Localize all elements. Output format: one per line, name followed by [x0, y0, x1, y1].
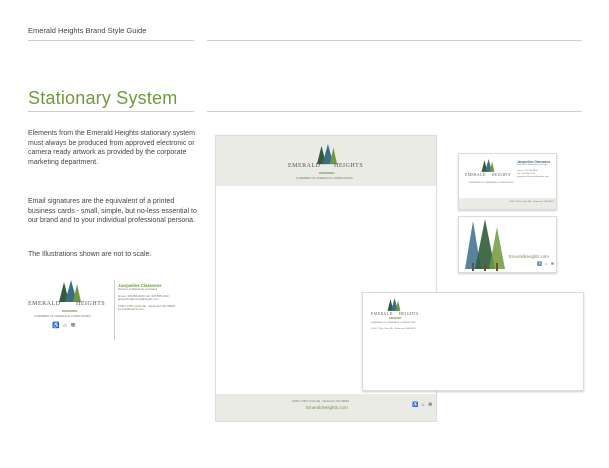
logo-sub: REDMOND: [62, 309, 78, 313]
letterhead-address: 10901 176th Circle NE - Redmond, WA 9805…: [292, 399, 350, 403]
accessibility-icons: ♿ ⌂ ☸: [412, 402, 434, 408]
card-phone: phone: 425-556-8100: [517, 170, 538, 172]
tree-logo-icon: [387, 298, 401, 311]
accessibility-icons: ♿ ⌂ ☸: [52, 323, 77, 329]
paragraph-not-to-scale: The Illustrations shown are not to scale…: [28, 251, 152, 258]
signature-phones: phone: 425-556-8100 cell: 425-555-1010: [118, 293, 169, 298]
business-card-back: EmeraldHeights.com ♿ ⌂ ☸: [458, 216, 557, 273]
signature-website: EmeraldHeights.com: [118, 307, 144, 312]
signature-email: jacqueline@emeraldheights.com: [118, 297, 159, 302]
section-rule-right: [207, 111, 582, 112]
logo-tagline: A MEMBER OF ONEREACH COMMUNITIES: [296, 176, 353, 180]
envelope-address: 10901 176th Circle NE - Redmond, WA 9805…: [371, 328, 416, 330]
tree-logo-icon: [316, 144, 338, 165]
letterhead-website: EmeraldHeights.com: [306, 405, 348, 410]
logo-word-right: HEIGHTS: [76, 301, 106, 307]
card-bottom-band: [459, 198, 556, 209]
section-title: Stationary System: [28, 88, 178, 108]
logo-word-right: HEIGHTS: [492, 173, 511, 177]
card-email: jacqueline@emeraldheights.com: [517, 176, 549, 178]
email-signature-sample: EMERALD HEIGHTS REDMOND A MEMBER OF ONER…: [28, 280, 203, 342]
logo-tagline: A MEMBER OF ONEREACH COMMUNITIES: [469, 182, 514, 184]
logo-word-left: EMERALD: [28, 301, 61, 307]
card-name: Jacqueline Claessens: [517, 160, 551, 164]
card-back-website: EmeraldHeights.com: [509, 254, 549, 259]
accessibility-icons: ♿ ⌂ ☸: [537, 261, 556, 266]
header-rule-left: [28, 40, 194, 41]
business-card-front: EMERALD HEIGHTS A MEMBER OF ONEREACH COM…: [458, 153, 557, 210]
logo-word-left: EMERALD: [371, 312, 393, 316]
envelope-sample: EMERALD HEIGHTS REDMOND A MEMBER OF ONER…: [362, 292, 584, 391]
card-title: Director of Marketing and Sales: [517, 164, 548, 166]
signature-divider: [114, 280, 115, 340]
paragraph-artwork: Elements from the Emerald Heights statio…: [28, 130, 195, 166]
tree-logo-icon: [59, 280, 81, 302]
header-rule-right: [207, 40, 582, 41]
guide-header-title: Emerald Heights Brand Style Guide: [28, 26, 147, 35]
signature-address: 10901 176th Circle NE - Redmond, WA 9805…: [118, 303, 176, 308]
tree-logo-icon: [481, 159, 495, 172]
letterhead-bottom-band: [216, 394, 436, 421]
section-rule-left: [28, 111, 194, 112]
logo-tagline: A MEMBER OF ONEREACH COMMUNITIES: [34, 314, 91, 318]
logo-sub: REDMOND: [389, 317, 402, 320]
tree-illustration-icon: [465, 219, 505, 271]
card-cell: cell: 425-555-1010: [517, 173, 536, 175]
card-address: 10901 176th Circle NE - Redmond, WA 9805…: [509, 201, 554, 203]
paragraph-email-signature: Email signatures are the equivalent of a…: [28, 198, 197, 225]
signature-title: Director of Marketing and Sales: [118, 287, 158, 291]
logo-word-left: EMERALD: [288, 163, 321, 169]
logo-word-left: EMERALD: [465, 173, 486, 177]
logo-tagline: A MEMBER OF ONEREACH COMMUNITIES: [371, 322, 416, 324]
signature-name: Jacqueline Claessens: [118, 283, 162, 288]
logo-sub: REDMOND: [319, 171, 335, 175]
logo-word-right: HEIGHTS: [399, 312, 419, 316]
letterhead-sample: EMERALD HEIGHTS REDMOND A MEMBER OF ONER…: [215, 135, 437, 422]
logo-word-right: HEIGHTS: [334, 163, 364, 169]
